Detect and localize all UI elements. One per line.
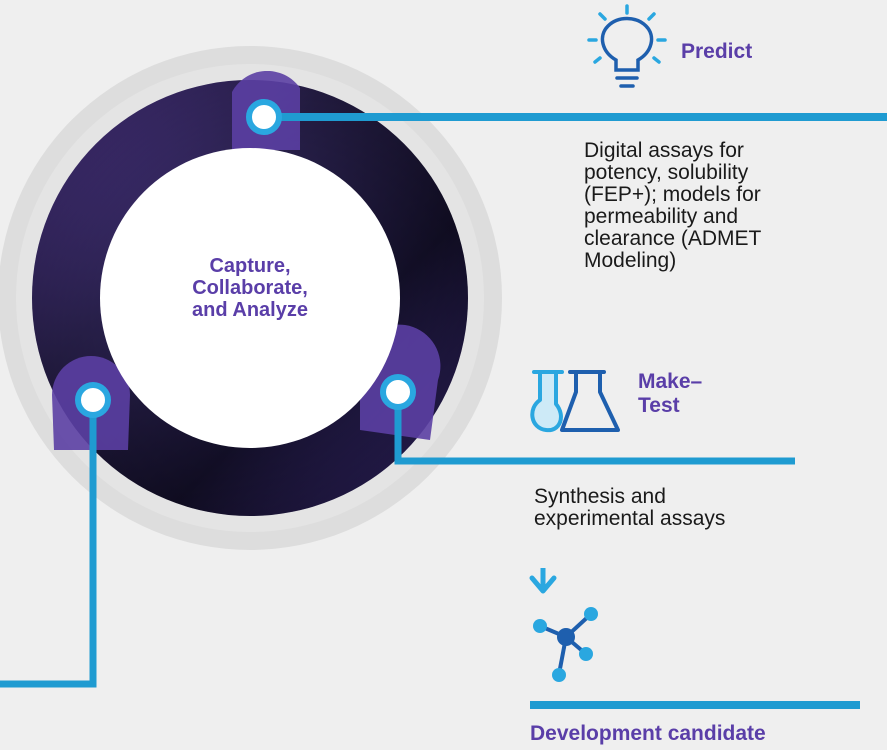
- lightbulb-icon: [587, 4, 667, 88]
- predict-description: Digital assays for potency, solubility (…: [584, 140, 761, 272]
- center-title-line: Capture,: [209, 255, 291, 277]
- development-candidate-label: Development candidate: [530, 722, 766, 745]
- description-line: experimental assays: [534, 507, 726, 530]
- predict-node: [246, 99, 282, 135]
- description-line: potency, solubility: [584, 161, 749, 184]
- lab-flask-icon: [530, 370, 620, 433]
- description-line: (FEP+); models for: [584, 183, 761, 206]
- description-line: permeability and: [584, 205, 739, 228]
- make-test-node: [380, 374, 416, 410]
- make-test-connector: [394, 400, 795, 465]
- make-test-title-line: Make–: [638, 370, 703, 393]
- arrow-down-icon: [529, 568, 557, 594]
- description-line: clearance (ADMET: [584, 227, 762, 250]
- analyze-connector: [0, 408, 97, 688]
- description-line: Modeling): [584, 249, 677, 272]
- description-line: Digital assays for: [584, 139, 744, 162]
- description-line: Synthesis and: [534, 485, 666, 508]
- center-title: Capture, Collaborate, and Analyze: [150, 255, 350, 321]
- molecule-icon: [533, 607, 598, 682]
- analyze-node: [75, 382, 111, 418]
- make-test-title: Make– Test: [638, 370, 702, 418]
- make-test-description: Synthesis and experimental assays: [534, 486, 725, 530]
- predict-title: Predict: [681, 40, 753, 63]
- center-title-line: and Analyze: [192, 299, 308, 321]
- center-circle: [100, 148, 400, 448]
- center-title-line: Collaborate,: [192, 277, 308, 299]
- make-test-title-line: Test: [638, 394, 680, 417]
